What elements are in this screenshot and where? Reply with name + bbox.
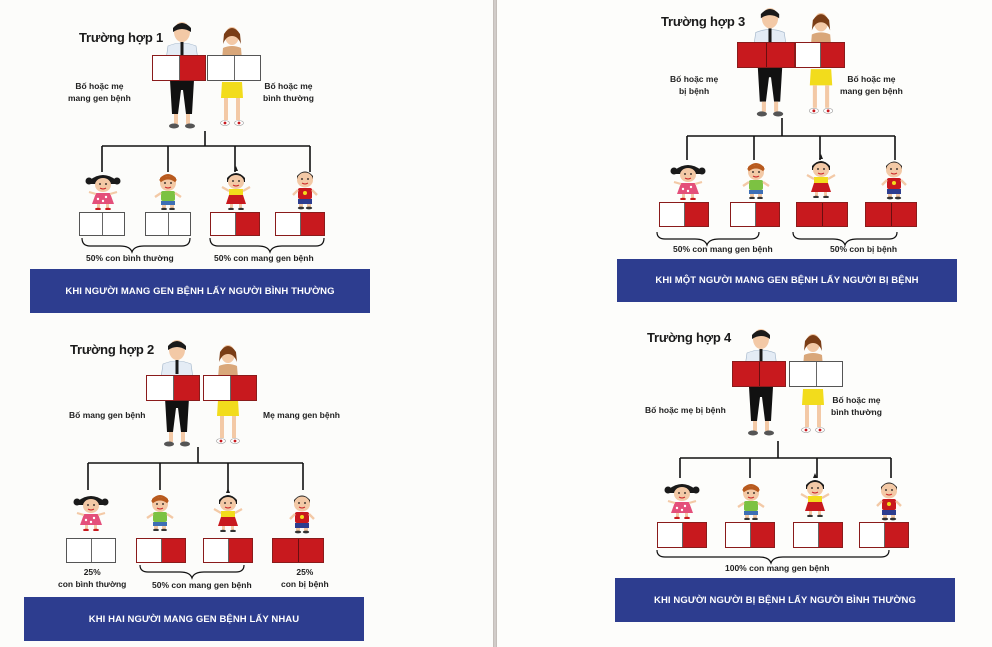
girl-figure-icon xyxy=(663,478,701,522)
girl-figure-icon xyxy=(669,160,707,202)
boy-figure-icon xyxy=(287,490,317,534)
child-1-gene-box xyxy=(66,538,116,563)
child-1-gene-box xyxy=(657,522,707,548)
mother-gene-box xyxy=(207,55,261,81)
father-gene-box xyxy=(152,55,206,81)
mother-gene-box xyxy=(789,361,843,387)
boy-figure-icon xyxy=(290,166,320,210)
child-1-gene-box xyxy=(79,212,125,236)
girl-figure-icon xyxy=(210,486,246,534)
case-2-right-parent-label: Mẹ mang gen bệnh xyxy=(263,410,340,420)
child-3-gene-box xyxy=(793,522,843,548)
case-1-group-label-2: 50% con mang gen bệnh xyxy=(214,253,314,263)
case-1-family-tree-lines xyxy=(81,131,325,254)
girl-figure-icon xyxy=(84,172,122,210)
boy-figure-icon xyxy=(152,172,184,210)
boy-figure-icon xyxy=(144,492,176,532)
child-4-gene-box xyxy=(865,202,917,227)
girl-figure-icon xyxy=(218,166,254,210)
case-2-left-parent-label: Bố mang gen bệnh xyxy=(69,410,146,420)
child-2-gene-box xyxy=(730,202,780,227)
father-gene-box xyxy=(146,375,200,401)
case-4-panel: Trường hợp 4 Bố hoặc mẹ bị bệnh Bố hoặc … xyxy=(497,310,992,647)
case-1-group-label-1: 50% con bình thường xyxy=(86,253,174,263)
case-1-banner: KHI NGƯỜI MANG GEN BỆNH LẤY NGƯỜI BÌNH T… xyxy=(30,269,370,313)
case-2-group-label-2: 50% con mang gen bệnh xyxy=(152,580,252,590)
child-3-gene-box xyxy=(203,538,253,563)
child-4-gene-box xyxy=(272,538,324,563)
case-3-family-tree-lines xyxy=(656,118,898,247)
mother-gene-box xyxy=(203,375,257,401)
girl-figure-icon xyxy=(803,152,839,200)
case-2-family-tree-lines xyxy=(87,447,304,580)
case-4-title: Trường hợp 4 xyxy=(647,330,731,345)
case-2-title: Trường hợp 2 xyxy=(70,342,154,357)
case-3-banner: KHI MỘT NGƯỜI MANG GEN BỆNH LẤY NGƯỜI BỊ… xyxy=(617,259,957,302)
child-4-gene-box xyxy=(275,212,325,236)
child-3-gene-box xyxy=(796,202,848,227)
boy-figure-icon xyxy=(735,480,767,522)
case-4-family-tree-lines xyxy=(656,441,892,565)
child-4-gene-box xyxy=(859,522,909,548)
case-4-left-parent-label: Bố hoặc mẹ bị bệnh xyxy=(645,405,726,415)
case-4-banner: KHI NGƯỜI NGƯỜI BỊ BỆNH LẤY NGƯỜI BÌNH T… xyxy=(615,578,955,622)
case-3-group-label-2: 50% con bị bệnh xyxy=(830,244,898,254)
mother-gene-box xyxy=(795,42,845,68)
boy-figure-icon xyxy=(879,156,909,200)
child-2-gene-box xyxy=(145,212,191,236)
page-fold xyxy=(493,0,497,647)
child-3-gene-box xyxy=(210,212,260,236)
case-4-group-label-1: 100% con mang gen bệnh xyxy=(725,563,830,573)
case-2-banner: KHI HAI NGƯỜI MANG GEN BỆNH LẤY NHAU xyxy=(24,597,364,641)
case-1-title: Trường hợp 1 xyxy=(79,30,163,45)
father-gene-box xyxy=(732,361,786,387)
case-3-group-label-1: 50% con mang gen bệnh xyxy=(673,244,773,254)
child-1-gene-box xyxy=(659,202,709,227)
case-2-panel: Trường hợp 2 Bố mang gen bệnh Mẹ mang ge… xyxy=(0,320,493,647)
girl-figure-icon xyxy=(72,490,110,534)
girl-figure-icon xyxy=(797,470,833,520)
case-3-title: Trường hợp 3 xyxy=(661,14,745,29)
child-2-gene-box xyxy=(136,538,186,563)
case-2-group-label-3: 25%con bị bệnh xyxy=(281,567,329,589)
child-2-gene-box xyxy=(725,522,775,548)
boy-figure-icon xyxy=(740,160,772,200)
case-2-group-label-1: 25%con bình thường xyxy=(58,567,127,589)
boy-figure-icon xyxy=(874,476,904,522)
father-gene-box xyxy=(737,42,795,68)
